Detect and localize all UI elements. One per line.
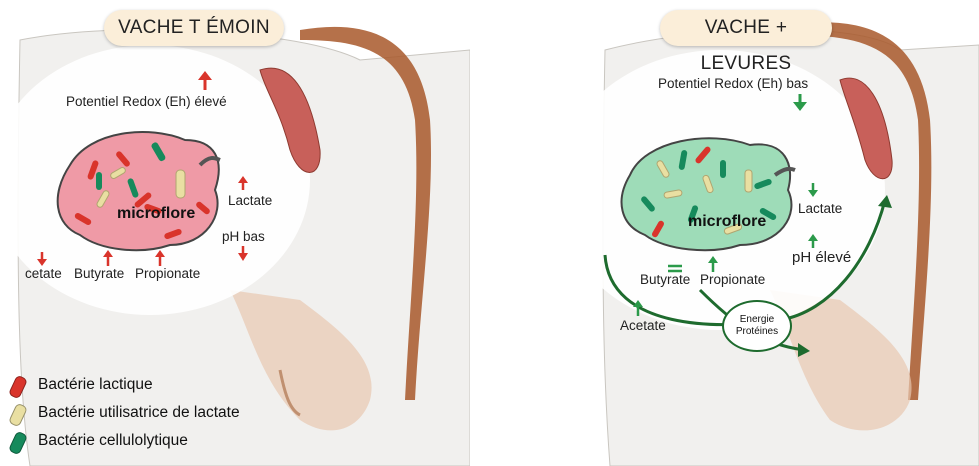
label-lactate-left: Lactate [228, 193, 272, 208]
left-panel: VACHE T ÉMOIN Potentiel Redox (Eh) élevé… [0, 0, 470, 466]
rumen-left [58, 132, 219, 250]
label-ph-right: pH élevé [792, 249, 851, 266]
label-lactate-right: Lactate [798, 201, 842, 216]
proteins-label: Protéines [724, 326, 790, 338]
legend-label: Bactérie cellulolytique [38, 432, 188, 450]
legend-label: Bactérie utilisatrice de lactate [38, 404, 240, 422]
right-panel: VACHE + LEVURES Potentiel Redox (Eh) bas… [600, 0, 979, 466]
label-ph-left: pH bas [222, 229, 265, 244]
microflora-label-left: microflore [117, 205, 195, 223]
label-propionate-left: Propionate [135, 266, 200, 281]
label-butyrate-left: Butyrate [74, 266, 124, 281]
energy-proteins-bubble: Energie Protéines [722, 300, 792, 352]
left-title: VACHE T ÉMOIN [104, 10, 284, 46]
right-title: VACHE + LEVURES [660, 10, 832, 46]
label-acetate-right: Acetate [620, 318, 666, 333]
label-acetate-left: cetate [25, 266, 62, 281]
microflora-label-right: microflore [688, 213, 766, 231]
label-butyrate-right: Butyrate [640, 272, 690, 287]
label-redox-right: Potentiel Redox (Eh) bas [658, 76, 808, 91]
label-redox-left: Potentiel Redox (Eh) élevé [66, 94, 227, 109]
energy-label: Energie [724, 314, 790, 326]
label-propionate-right: Propionate [700, 272, 765, 287]
legend-label: Bactérie lactique [38, 376, 153, 394]
